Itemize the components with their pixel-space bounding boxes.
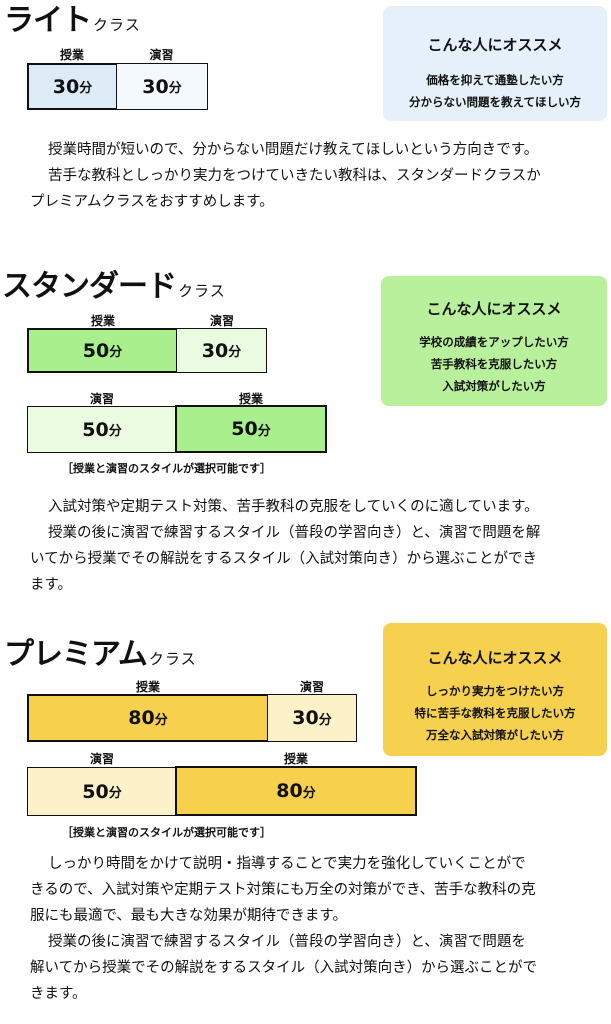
standard-bar2-lecture-label: 授業 [238, 392, 263, 406]
standard-bar2-practice-label: 演習 [89, 392, 114, 406]
standard-bar1-lecture-label: 授業 [90, 314, 115, 328]
standard-title: スタンダードクラス [2, 269, 226, 304]
card-heading: こんな人にオススメ [427, 36, 563, 54]
card-heading: こんな人にオススメ [426, 300, 562, 318]
standard-recommend-card: こんな人にオススメ 学校の成績をアップしたい方 苦手教科を克服したい方 入試対策… [381, 276, 607, 406]
premium-recommend-card: こんな人にオススメ しっかり実力をつけたい方 特に苦手な教科を克服したい方 万全… [383, 623, 607, 756]
card-line: 入試対策がしたい方 [442, 379, 546, 393]
light-lecture-label: 授業 [59, 48, 84, 62]
card-heading: こんな人にオススメ [427, 649, 563, 667]
card-line: 分からない問題を教えてほしい方 [409, 95, 581, 109]
premium-bar2-lecture-label: 授業 [283, 752, 308, 766]
card-line: 万全な入試対策がしたい方 [426, 728, 564, 742]
light-description: 授業時間が短いので、分からない問題だけ教えてほしいという方向きです。 苦手な教科… [30, 142, 541, 210]
card-line: 苦手教科を克服したい方 [430, 357, 558, 371]
premium-bar1-lecture-label: 授業 [135, 680, 160, 694]
premium-title: プレミアムクラス [4, 637, 197, 672]
premium-bar2-practice-label: 演習 [89, 752, 114, 766]
card-line: しっかり実力をつけたい方 [426, 684, 564, 698]
standard-bar1-practice-label: 演習 [209, 314, 234, 328]
light-practice-label: 演習 [149, 48, 174, 62]
card-line: 特に苦手な教科を克服したい方 [414, 706, 576, 720]
premium-bar1-practice-label: 演習 [299, 680, 324, 694]
light-title: ライトクラス [4, 3, 141, 38]
card-line: 価格を抑えて通塾したい方 [426, 73, 564, 87]
standard-style-note: ［授業と演習のスタイルが選択可能です］ [62, 462, 271, 475]
light-recommend-card: こんな人にオススメ 価格を抑えて通塾したい方 分からない問題を教えてほしい方 [383, 6, 607, 121]
premium-style-note: ［授業と演習のスタイルが選択可能です］ [62, 826, 271, 839]
premium-description: しっかり時間をかけて説明・指導することで実力を強化していくことがで きるので、入… [30, 856, 538, 1002]
standard-description: 入試対策や定期テスト対策、苦手教科の克服をしていくのに適しています。 授業の後に… [30, 499, 541, 593]
card-line: 学校の成績をアップしたい方 [419, 335, 569, 349]
